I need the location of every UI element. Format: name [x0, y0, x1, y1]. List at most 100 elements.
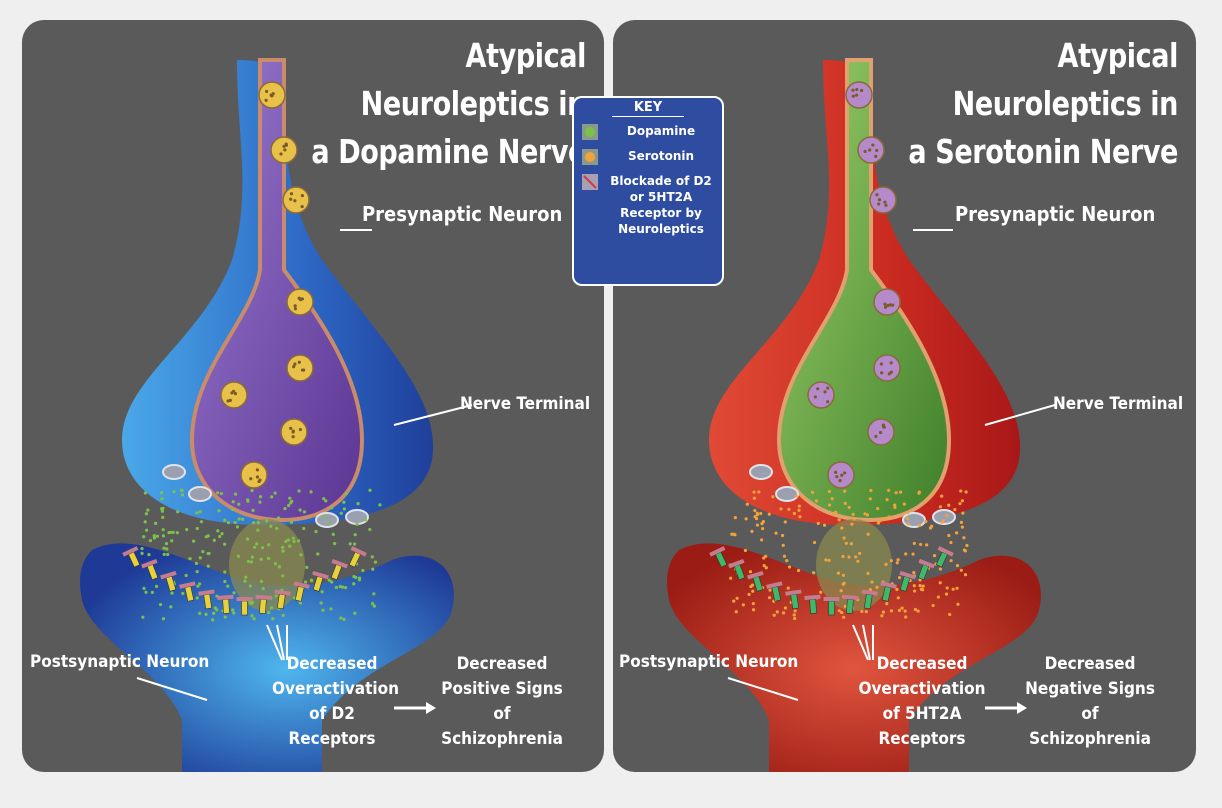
neurotransmitter-particle: [192, 539, 196, 543]
neurotransmitter-particle: [217, 509, 221, 513]
neurotransmitter-particle: [333, 541, 337, 546]
vesicle-dot: [881, 423, 885, 427]
neurotransmitter-particle: [152, 534, 156, 538]
neurotransmitter-particle: [917, 523, 922, 527]
receptor-blockade: [823, 597, 840, 601]
docked-vesicle: [188, 486, 212, 502]
neurotransmitter-particle: [140, 551, 144, 555]
outcome-label: Decreased Negative Signs of Schizophreni…: [1025, 654, 1155, 749]
receptor: [330, 558, 348, 581]
vesicle-dot: [293, 199, 297, 203]
neurotransmitter-particle: [830, 497, 834, 501]
neurotransmitter-particle: [352, 574, 356, 579]
neurotransmitter-particle: [327, 578, 331, 582]
neurotransmitter-particle: [819, 590, 823, 594]
neurotransmitter-particle: [852, 517, 856, 521]
vesicle-dot: [265, 89, 269, 94]
neurotransmitter-particle: [885, 602, 889, 606]
neurotransmitter-particle: [357, 578, 362, 582]
neurotransmitter-particle: [273, 491, 277, 495]
receptor-stem: [935, 551, 948, 568]
neurotransmitter-particle: [334, 585, 338, 590]
receptor: [766, 581, 783, 602]
vesicle-dot: [279, 152, 283, 156]
neurotransmitter-particle: [964, 490, 968, 494]
neurotransmitter-particle: [144, 590, 148, 594]
neurotransmitter-particle: [885, 498, 889, 502]
neurotransmitter-particle: [841, 573, 845, 577]
blockade-icon: [582, 174, 598, 190]
vesicle-dot: [883, 302, 887, 306]
presynaptic-neuron-label: Presynaptic Neuron: [362, 202, 563, 226]
neurotransmitter-particle: [947, 533, 951, 538]
neurotransmitter-particle: [940, 494, 944, 498]
neurotransmitter-particle: [748, 570, 753, 574]
vesicle-dot: [293, 304, 297, 308]
neurotransmitter-particle: [196, 584, 200, 588]
vesicle-dot: [877, 198, 882, 202]
neurotransmitter-particle: [223, 570, 227, 574]
vesicle: [220, 381, 248, 409]
neurotransmitter-particle: [732, 599, 736, 603]
neurotransmitter-particle: [741, 603, 745, 607]
neurotransmitter-particle: [963, 573, 968, 577]
key-item-label: Blockade of D2 or 5HT2A Receptor by Neur…: [610, 174, 712, 236]
neurotransmitter-particle: [893, 503, 897, 507]
neurotransmitter-particle: [215, 608, 219, 612]
receptor-stem: [312, 575, 324, 592]
neurotransmitter-particle: [160, 491, 164, 495]
receptor: [899, 570, 916, 592]
neurotransmitter-particle: [772, 613, 776, 617]
vesicle-dot: [291, 435, 295, 439]
neurotransmitter-particle: [899, 490, 903, 494]
neurotransmitter-particle: [176, 510, 180, 514]
neurotransmitter-particle: [143, 520, 147, 524]
neurotransmitter-particle: [827, 503, 832, 507]
neurotransmitter-particle: [249, 560, 254, 564]
receptor-blockade: [899, 570, 916, 580]
vesicle-dot: [874, 434, 878, 439]
vesicle-dot: [823, 390, 827, 394]
receptor-blockade: [728, 558, 745, 569]
receptor-stem: [790, 593, 800, 610]
neurotransmitter-particle: [305, 565, 309, 569]
neurotransmitter-particle: [951, 587, 955, 591]
neurotransmitter-particle: [851, 512, 855, 516]
neurotransmitter-particle: [767, 596, 772, 600]
vesicle-dot: [854, 93, 859, 97]
neurotransmitter-particle: [905, 516, 909, 520]
neurotransmitter-particle: [785, 559, 789, 563]
neurotransmitter-particle: [250, 600, 255, 605]
neurotransmitter-particle: [143, 491, 148, 495]
neurotransmitter-particle: [760, 538, 764, 542]
neurotransmitter-particle: [155, 534, 159, 538]
dopamine-panel: Atypical Neuroleptics in a Dopamine Nerv…: [22, 20, 604, 772]
neurotransmitter-particle: [961, 511, 965, 515]
neurotransmitter-particle: [215, 491, 220, 495]
neurotransmitter-particle: [887, 515, 891, 519]
neurotransmitter-particle: [270, 495, 274, 499]
receptor: [842, 594, 859, 614]
neurotransmitter-particle: [161, 515, 165, 519]
neurotransmitter-particle: [361, 568, 365, 573]
release-cloud: [816, 519, 892, 611]
vesicle-dot: [834, 470, 838, 474]
neurotransmitter-particle: [797, 508, 801, 512]
neurotransmitter-particle: [246, 499, 250, 503]
key-item-serotonin: Serotonin: [582, 148, 722, 165]
receptor-stem: [330, 564, 343, 581]
neurotransmitter-particle: [906, 522, 910, 526]
neurotransmitter-particle: [924, 520, 928, 524]
neurotransmitter-particle: [284, 539, 288, 544]
neurotransmitter-particle: [912, 570, 916, 575]
neurotransmitter-particle: [180, 488, 184, 492]
receptor-blockade: [217, 594, 234, 600]
neurotransmitter-particle: [344, 492, 348, 496]
vesicle-dot: [840, 473, 844, 477]
postsynaptic-neuron: [667, 543, 1041, 772]
neurotransmitter-particle: [751, 589, 755, 593]
receptor-stem: [809, 598, 817, 614]
neurotransmitter-particle: [172, 490, 176, 494]
neurotransmitter-particle: [283, 507, 287, 511]
neurotransmitter-particle: [936, 595, 940, 599]
